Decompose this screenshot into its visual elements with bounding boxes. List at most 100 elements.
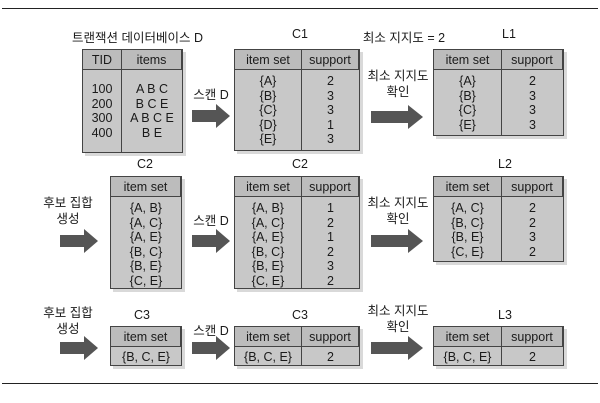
c3a-itemset: {B, C, E} [122,350,170,364]
c2b-support: 3 [327,259,334,274]
l1-header-support: support [502,50,563,70]
top-rule [2,8,598,9]
c3b-table: item set support {B, C, E} 2 [234,326,360,366]
candidate-arrow-2 [60,229,98,253]
scan-label-3: 스캔 D [193,324,229,338]
c2a-itemset: {A, B} [130,201,162,215]
db-tid-col: 100 200 300 400 [83,70,122,152]
scan-arrow-2 [192,229,230,253]
c1-support: 3 [327,88,334,103]
minsup-title: 최소 지지도 = 2 [362,31,446,45]
l1-support: 3 [529,88,536,103]
c2b-itemset: {C, E} [251,273,285,288]
c3a-table: item set {B, C, E} [110,326,182,366]
c3a-title: C3 [134,308,150,322]
c1-itemset: {A} [259,74,277,88]
check-arrow-1 [371,105,423,129]
l1-support: 3 [529,117,536,132]
c2b-table: item set support {A, B} {A, C} {A, E} {B… [234,176,360,289]
c1-itemset-col: {A} {B} {C} {D} {E} [235,70,302,150]
l2-table: item set support {A, C} {B, C} {B, E} {C… [433,176,564,262]
l2-itemset: {B, E} [451,230,484,245]
c2a-itemset: {A, C} [129,215,163,230]
candidate-label-3: 후보 집합 생성 [43,306,93,336]
c1-itemset: {D} [259,117,277,132]
l1-support: 2 [529,74,536,88]
l2-header-support: support [502,177,563,197]
c2a-itemset: {A, E} [130,230,162,245]
c2b-support: 2 [327,215,334,230]
c2b-itemset: {A, C} [251,215,285,230]
db-items-col: A B C B C E A B C E B E [122,70,182,152]
c1-support: 3 [327,132,334,147]
l2-support: 2 [529,244,536,259]
candidate-label-2: 후보 집합 생성 [43,196,93,226]
c2b-title: C2 [292,157,308,171]
db-items: A B C E [130,111,174,126]
l2-header-itemset: item set [434,177,502,197]
c2b-header-itemset: item set [235,177,302,197]
db-table: TID items 100 200 300 400 A B C B C E A … [82,49,183,153]
c3a-header-itemset: item set [111,327,181,347]
c3b-header-support: support [302,327,359,347]
c2b-itemset: {B, C} [251,244,285,259]
c2b-support: 2 [327,273,334,288]
l1-support-col: 2 3 3 3 [502,70,563,135]
c2a-itemset: {B, E} [130,259,162,274]
l3-support: 2 [529,350,536,364]
db-title: 트랜잭션 데이터베이스 D [72,31,203,45]
scan-arrow-3 [192,336,230,360]
bottom-rule [2,383,598,384]
check-label-2: 최소 지지도 확인 [367,196,429,226]
check-arrow-2 [371,229,423,253]
l1-itemset: {E} [459,117,476,132]
c1-header-support: support [302,50,359,70]
db-header-items: items [122,50,182,70]
check-label-3: 최소 지지도 확인 [367,304,429,334]
l3-table: item set support {B, C, E} 2 [433,326,564,366]
l3-title: L3 [498,308,512,322]
l2-support: 2 [529,215,536,230]
c1-support: 2 [327,74,334,88]
l2-itemset: {A, C} [451,201,484,215]
db-tid: 400 [91,125,113,140]
db-items: B E [141,125,163,140]
candidate-arrow-3 [60,336,98,360]
l3-itemset: {B, C, E} [443,350,492,364]
scan-label-2: 스캔 D [193,214,229,228]
l1-itemset: {A} [459,74,476,88]
c2a-itemset-col: {A, B} {A, C} {A, E} {B, C} {B, E} {C, E… [111,197,181,289]
c2a-table: item set {A, B} {A, C} {A, E} {B, C} {B,… [110,176,182,289]
c1-table: item set support {A} {B} {C} {D} {E} 2 3… [234,49,360,151]
l2-support: 2 [529,201,536,215]
c1-itemset: {B} [259,88,277,103]
l1-title: L1 [502,27,516,41]
db-items: A B C [136,82,168,96]
c2b-header-support: support [302,177,359,197]
scan-label-1: 스캔 D [193,88,229,102]
c2b-support: 1 [327,230,334,245]
c2a-title: C2 [137,157,153,171]
l1-itemset-col: {A} {B} {C} {E} [434,70,502,135]
c1-support-col: 2 3 3 1 3 [302,70,359,150]
scan-arrow-1 [192,104,230,128]
l2-title: L2 [498,157,512,171]
c3b-support-col: 2 [302,347,359,365]
l2-itemset-col: {A, C} {B, C} {B, E} {C, E} [434,197,502,261]
c2a-header-itemset: item set [111,177,181,197]
l1-support: 3 [529,103,536,118]
db-tid: 100 [91,82,113,96]
db-tid: 200 [91,96,113,111]
c3b-support: 2 [327,350,334,364]
l3-itemset-col: {B, C, E} [434,347,502,365]
l2-itemset: {B, C} [451,215,484,230]
c2b-itemset: {A, B} [252,201,284,215]
c2b-support-col: 1 2 1 2 3 2 [302,197,359,289]
l2-support: 3 [529,230,536,245]
check-arrow-3 [371,336,423,360]
c1-itemset: {C} [259,103,277,118]
db-items: B C E [135,96,169,111]
check-label-1: 최소 지지도 확인 [367,69,429,99]
db-header-tid: TID [83,50,122,70]
c2b-itemset-col: {A, B} {A, C} {A, E} {B, C} {B, E} {C, E… [235,197,302,289]
